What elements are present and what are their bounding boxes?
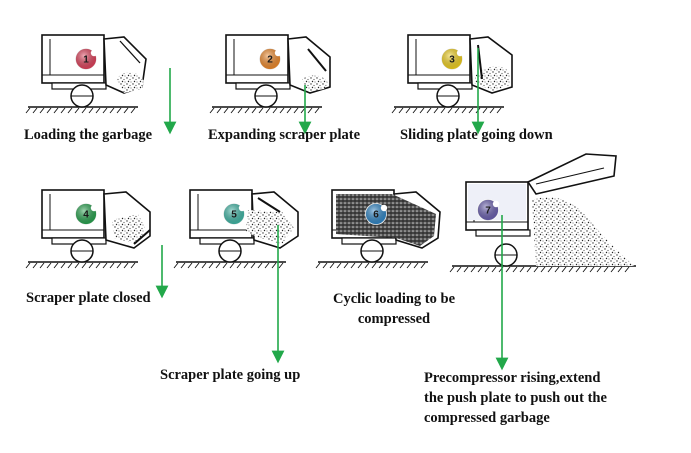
step-1-badge: 1 — [75, 48, 98, 70]
step-3-badge: 3 — [441, 48, 464, 70]
step-5-garbage — [246, 210, 294, 244]
step-5-caption: Scraper plate going up — [160, 367, 301, 383]
step-3-ground-hatch — [391, 107, 502, 114]
step-6-caption-line-2: compressed — [357, 311, 431, 327]
step-7-caption-line-1: Precompressor rising,extend — [424, 370, 601, 386]
step-7-badge: 7 — [477, 199, 500, 221]
step-6-ground-hatch — [315, 262, 426, 269]
step-7-chassis — [475, 229, 531, 237]
step-5-badge-number: 5 — [231, 210, 237, 221]
step-4-caption: Scraper plate closed — [26, 290, 151, 306]
step-2-badge: 2 — [259, 48, 282, 70]
step-5-ground-hatch — [173, 262, 284, 269]
step-3-caption: Sliding plate going down — [400, 127, 553, 143]
step-7-caption-line-2: the push plate to push out the — [424, 390, 607, 406]
step-5-scraper-plate — [257, 197, 281, 213]
step-1-ground-hatch — [25, 107, 136, 114]
step-1-badge-number: 1 — [83, 55, 89, 66]
step-7-caption-line-3: compressed garbage — [424, 410, 550, 426]
step-5-truck: 5 — [173, 189, 299, 364]
step-7-badge-number: 7 — [485, 206, 491, 217]
step-1-truck: 1 — [25, 34, 177, 135]
step-4-garbage — [112, 214, 146, 244]
step-4-ground-hatch — [25, 262, 136, 269]
step-4-badge-number: 4 — [83, 210, 89, 221]
step-7-caption: Precompressor rising,extend the push pla… — [424, 368, 607, 428]
step-2-garbage — [302, 75, 328, 92]
step-6-caption-line-1: Cyclic loading to be — [332, 291, 456, 307]
step-5-badge: 5 — [223, 203, 246, 225]
step-2-badge-number: 2 — [267, 55, 273, 66]
step-4-badge: 4 — [75, 203, 98, 225]
step-2-ground-hatch — [209, 107, 320, 114]
step-6-caption: Cyclic loading to be compressed — [322, 289, 466, 329]
step-1-caption: Loading the garbage — [24, 127, 153, 143]
step-3-badge-number: 3 — [449, 55, 455, 66]
step-3-garbage — [474, 66, 510, 91]
step-6-compressed-garbage — [336, 194, 436, 246]
step-1-garbage — [116, 72, 144, 93]
step-6-truck: 6 — [315, 189, 441, 269]
step-2-caption: Expanding scraper plate — [208, 127, 361, 143]
step-2-truck: 2 — [209, 34, 331, 135]
step-7-truck: 7 — [449, 153, 636, 371]
step-7-ground-hatch — [449, 266, 630, 273]
step-6-badge: 6 — [365, 203, 388, 225]
step-3-truck: 3 — [391, 34, 513, 135]
step-4-truck: 4 — [25, 189, 169, 299]
step-7-garbage-pile — [532, 197, 634, 266]
step-4-scraper-plate — [133, 229, 151, 245]
step-7-raised-tailgate — [526, 153, 617, 195]
step-2-scraper-plate — [307, 48, 327, 72]
step-6-badge-number: 6 — [373, 210, 379, 221]
